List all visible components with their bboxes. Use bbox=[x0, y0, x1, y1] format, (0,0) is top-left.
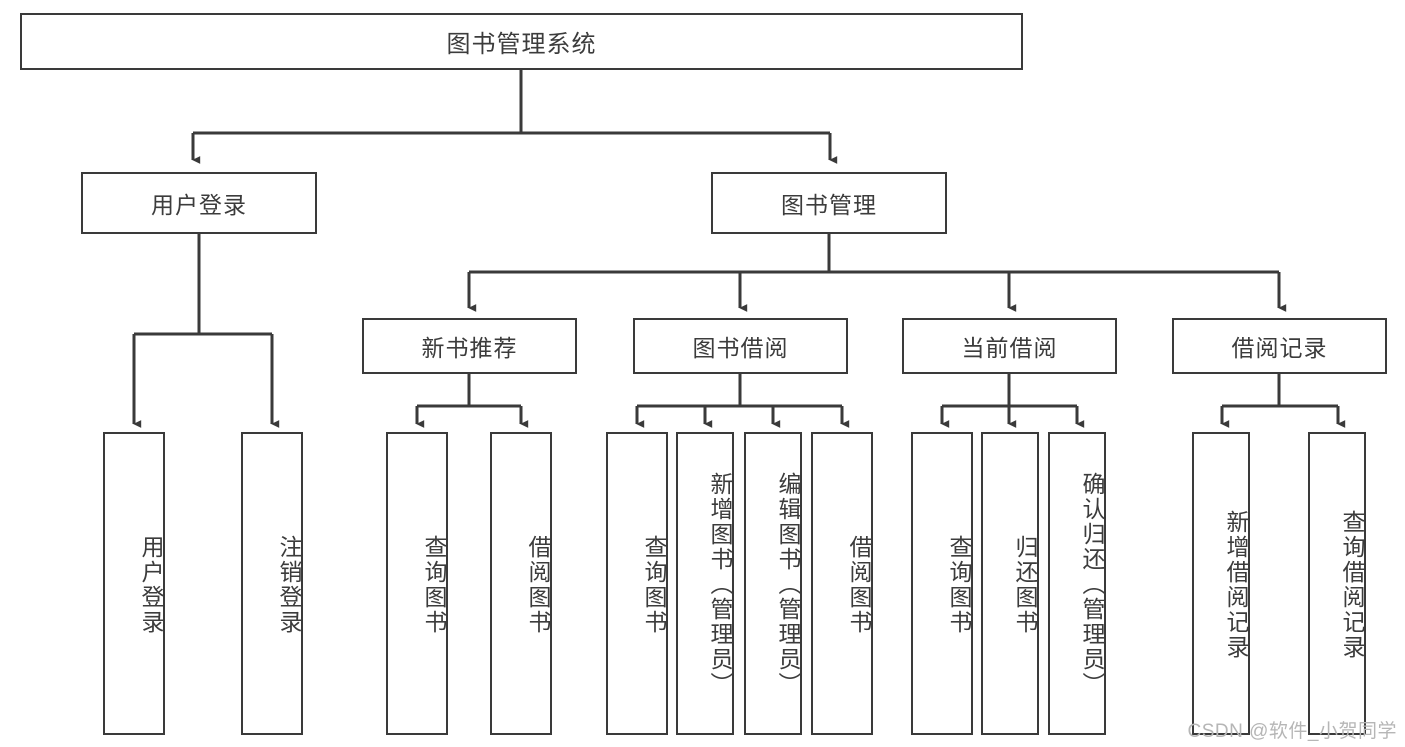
node-label: 注销登录 bbox=[276, 534, 302, 635]
leaf-new-book-borrow-book[interactable]: 借阅图书 bbox=[490, 432, 552, 735]
leaf-book-borrow-borrow-book[interactable]: 借阅图书 bbox=[811, 432, 873, 735]
node-label: 新增借阅记录 bbox=[1223, 509, 1249, 660]
leaf-book-borrow-add-book-admin[interactable]: 新增图书（管理员） bbox=[676, 432, 734, 735]
node-label: 新书推荐 bbox=[421, 335, 518, 361]
node-label: 用户登录 bbox=[151, 192, 247, 218]
node-label: 归还图书 bbox=[1012, 534, 1038, 635]
node-label: 借阅记录 bbox=[1231, 335, 1328, 361]
node-label: 新增图书（管理员） bbox=[707, 472, 733, 697]
node-label: 查询图书 bbox=[946, 534, 972, 635]
node-label: 查询借阅记录 bbox=[1339, 509, 1365, 660]
leaf-borrow-record-add-record[interactable]: 新增借阅记录 bbox=[1192, 432, 1250, 735]
leaf-new-book-query-book[interactable]: 查询图书 bbox=[386, 432, 448, 735]
node-new-book-recommend[interactable]: 新书推荐 bbox=[362, 318, 577, 374]
node-label: 编辑图书（管理员） bbox=[775, 472, 801, 697]
node-label: 当前借阅 bbox=[961, 335, 1058, 361]
node-book-management[interactable]: 图书管理 bbox=[711, 172, 947, 234]
leaf-book-borrow-query-book[interactable]: 查询图书 bbox=[606, 432, 668, 735]
node-label: 图书管理 bbox=[781, 192, 877, 218]
node-user-login[interactable]: 用户登录 bbox=[81, 172, 317, 234]
node-label: 图书管理系统 bbox=[446, 31, 597, 58]
leaf-user-login-login[interactable]: 用户登录 bbox=[103, 432, 165, 735]
leaf-book-borrow-edit-book-admin[interactable]: 编辑图书（管理员） bbox=[744, 432, 802, 735]
leaf-current-borrow-confirm-return-admin[interactable]: 确认归还（管理员） bbox=[1048, 432, 1106, 735]
leaf-current-borrow-query-book[interactable]: 查询图书 bbox=[911, 432, 973, 735]
node-label: 用户登录 bbox=[138, 534, 164, 635]
node-label: 借阅图书 bbox=[846, 534, 872, 635]
node-borrow-record[interactable]: 借阅记录 bbox=[1172, 318, 1387, 374]
leaf-current-borrow-return-book[interactable]: 归还图书 bbox=[981, 432, 1039, 735]
leaf-user-login-logout[interactable]: 注销登录 bbox=[241, 432, 303, 735]
node-current-borrow[interactable]: 当前借阅 bbox=[902, 318, 1117, 374]
node-root-library-management-system[interactable]: 图书管理系统 bbox=[20, 13, 1023, 70]
node-book-borrow[interactable]: 图书借阅 bbox=[633, 318, 848, 374]
node-label: 借阅图书 bbox=[525, 534, 551, 635]
node-label: 图书借阅 bbox=[692, 335, 789, 361]
node-label: 查询图书 bbox=[641, 534, 667, 635]
node-label: 查询图书 bbox=[421, 534, 447, 635]
leaf-borrow-record-query-record[interactable]: 查询借阅记录 bbox=[1308, 432, 1366, 735]
node-label: 确认归还（管理员） bbox=[1079, 472, 1105, 697]
